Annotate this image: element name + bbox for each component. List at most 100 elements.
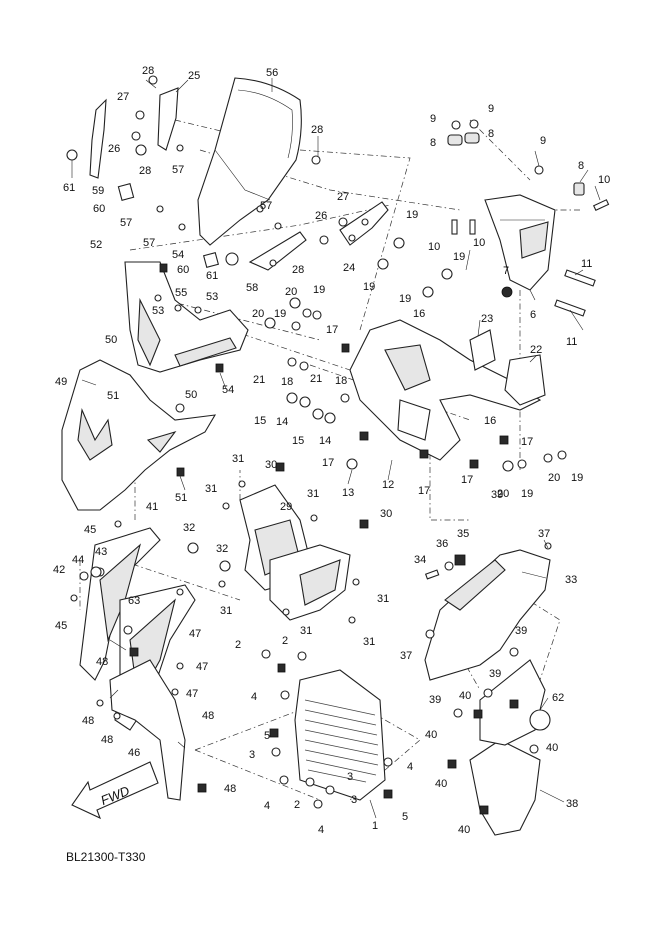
front-cowling — [61, 359, 217, 511]
callout-20: 20 — [548, 472, 560, 484]
callout-26: 26 — [315, 210, 327, 222]
callout-41: 41 — [146, 501, 158, 513]
callout-54: 54 — [222, 384, 234, 396]
upper-bracket — [484, 194, 556, 291]
callout-3: 3 — [249, 749, 255, 761]
callout-48: 48 — [202, 710, 214, 722]
windshield-brackets — [89, 87, 389, 271]
leader-lines — [71, 78, 601, 819]
callout-38: 38 — [566, 798, 578, 810]
callout-48: 48 — [96, 656, 108, 668]
callout-19: 19 — [406, 209, 418, 221]
callout-28: 28 — [142, 65, 154, 77]
callout-4: 4 — [264, 800, 270, 812]
callout-51: 51 — [175, 492, 187, 504]
callout-23: 23 — [481, 313, 493, 325]
callout-19: 19 — [313, 284, 325, 296]
callout-37: 37 — [400, 650, 412, 662]
callout-14: 14 — [319, 435, 331, 447]
callout-28: 28 — [311, 124, 323, 136]
callout-44: 44 — [72, 554, 84, 566]
callout-8: 8 — [578, 160, 584, 172]
callout-21: 21 — [253, 374, 265, 386]
callout-19: 19 — [274, 308, 286, 320]
callout-27: 27 — [117, 91, 129, 103]
callout-28: 28 — [139, 165, 151, 177]
callout-9: 9 — [430, 113, 436, 125]
callout-40: 40 — [459, 690, 471, 702]
callout-60: 60 — [93, 203, 105, 215]
callout-13: 13 — [342, 487, 354, 499]
callout-8: 8 — [488, 128, 494, 140]
callout-57: 57 — [143, 237, 155, 249]
callout-59: 59 — [92, 185, 104, 197]
callout-17: 17 — [521, 436, 533, 448]
callout-62: 62 — [552, 692, 564, 704]
callout-21: 21 — [310, 373, 322, 385]
callout-25: 25 — [188, 70, 200, 82]
callout-10: 10 — [473, 237, 485, 249]
callout-20: 20 — [252, 308, 264, 320]
cowling-stay-assembly — [349, 319, 546, 461]
callout-48: 48 — [82, 715, 94, 727]
callout-7: 7 — [503, 265, 509, 277]
callout-32: 32 — [183, 522, 195, 534]
callout-2: 2 — [282, 635, 288, 647]
callout-58: 58 — [246, 282, 258, 294]
callout-42: 42 — [53, 564, 65, 576]
callout-37: 37 — [538, 528, 550, 540]
radiator-guard — [294, 669, 386, 801]
callout-4: 4 — [251, 691, 257, 703]
callout-30: 30 — [265, 459, 277, 471]
callout-52: 52 — [90, 239, 102, 251]
callout-46: 46 — [128, 747, 140, 759]
callout-40: 40 — [546, 742, 558, 754]
callout-51: 51 — [107, 390, 119, 402]
callout-31: 31 — [377, 593, 389, 605]
callout-labels: 1 2 2 2 3 3 3 4 4 4 4 5 5 6 7 8 8 8 9 9 … — [53, 65, 610, 836]
callout-57: 57 — [172, 164, 184, 176]
callout-61: 61 — [63, 182, 75, 194]
inner-panels — [79, 484, 351, 801]
callout-3: 3 — [351, 794, 357, 806]
callout-54: 54 — [172, 249, 184, 261]
callout-10: 10 — [428, 241, 440, 253]
callout-45: 45 — [84, 524, 96, 536]
callout-5: 5 — [402, 811, 408, 823]
callout-40: 40 — [458, 824, 470, 836]
callout-22: 22 — [530, 344, 542, 356]
callout-31: 31 — [205, 483, 217, 495]
callout-50: 50 — [185, 389, 197, 401]
callout-20: 20 — [497, 488, 509, 500]
callout-4: 4 — [318, 824, 324, 836]
callout-39: 39 — [515, 625, 527, 637]
upper-cowl — [124, 261, 249, 373]
callout-19: 19 — [521, 488, 533, 500]
small-parts — [117, 183, 551, 815]
callout-31: 31 — [232, 453, 244, 465]
callout-19: 19 — [399, 293, 411, 305]
callout-17: 17 — [326, 324, 338, 336]
forward-direction-arrow: FWD — [71, 761, 159, 820]
callout-17: 17 — [418, 485, 430, 497]
callout-39: 39 — [489, 668, 501, 680]
callout-48: 48 — [101, 734, 113, 746]
callout-12: 12 — [382, 479, 394, 491]
callout-49: 49 — [55, 376, 67, 388]
fasteners — [66, 75, 610, 809]
callout-40: 40 — [435, 778, 447, 790]
callout-29: 29 — [280, 501, 292, 513]
callout-8: 8 — [430, 137, 436, 149]
callout-9: 9 — [540, 135, 546, 147]
callout-28: 28 — [292, 264, 304, 276]
diagram-code: BL21300-T330 — [66, 850, 146, 864]
callout-39: 39 — [491, 489, 503, 501]
callout-9: 9 — [488, 103, 494, 115]
callout-16: 16 — [484, 415, 496, 427]
callout-31: 31 — [363, 636, 375, 648]
callout-45: 45 — [55, 620, 67, 632]
callout-53: 53 — [152, 305, 164, 317]
callout-40: 40 — [425, 729, 437, 741]
callout-63: 63 — [128, 595, 140, 607]
